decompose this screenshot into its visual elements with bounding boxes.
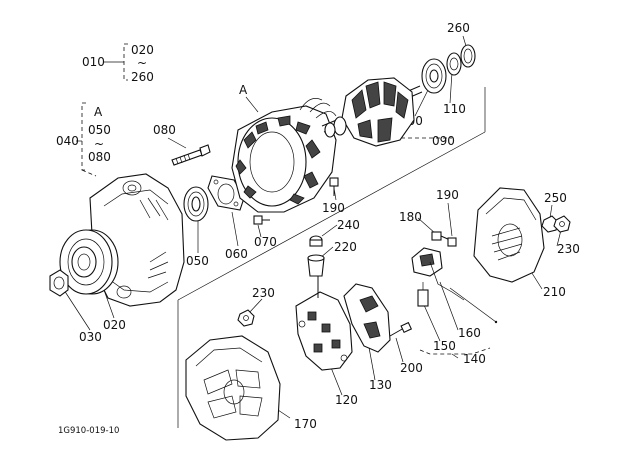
callout-090[interactable]: 090 xyxy=(432,134,455,148)
callout-020[interactable]: 020 xyxy=(103,318,126,332)
retainer-screw[interactable] xyxy=(253,215,270,225)
callout-180[interactable]: 180 xyxy=(399,210,422,224)
callout-220[interactable]: 220 xyxy=(334,240,357,254)
group-brackets xyxy=(76,43,491,359)
callout-030[interactable]: 030 xyxy=(79,330,102,344)
callout-260[interactable]: 260 xyxy=(447,21,470,35)
rear-housing[interactable] xyxy=(185,335,281,441)
callout-140[interactable]: 140 xyxy=(463,352,486,366)
spacer-ring[interactable] xyxy=(460,44,476,68)
nut-left[interactable] xyxy=(237,309,255,327)
callout-160[interactable]: 160 xyxy=(458,326,481,340)
pulley[interactable] xyxy=(59,229,119,295)
callout-260-range-end[interactable]: 260 xyxy=(131,70,154,84)
callout-120[interactable]: 120 xyxy=(335,393,358,407)
assembly-frame-lines xyxy=(177,87,486,428)
callout-150[interactable]: 150 xyxy=(433,339,456,353)
through-bolt[interactable] xyxy=(171,144,211,166)
rear-cover[interactable] xyxy=(473,187,545,283)
callout-230-right[interactable]: 230 xyxy=(557,242,580,256)
callout-labels: 010 020 ~ 260 A 040 050 ~ 080 080 A 260 … xyxy=(56,21,580,436)
callout-190-right[interactable]: 190 xyxy=(436,188,459,202)
range-tilde: ~ xyxy=(94,137,104,151)
callout-080[interactable]: 080 xyxy=(153,123,176,137)
rectifier[interactable] xyxy=(295,276,353,371)
brush-holder-screw[interactable] xyxy=(389,321,413,337)
callout-A-stator[interactable]: A xyxy=(239,83,248,97)
callout-190-top[interactable]: 190 xyxy=(322,201,345,215)
brush-holder[interactable] xyxy=(343,283,391,353)
bearing-retainer-plate[interactable] xyxy=(207,175,245,211)
stator-windings xyxy=(235,115,321,205)
terminal-bolt[interactable] xyxy=(447,237,457,247)
pulley-nut[interactable] xyxy=(49,269,69,297)
callout-230-left[interactable]: 230 xyxy=(252,286,275,300)
brush[interactable] xyxy=(417,282,429,307)
bolt-thread xyxy=(175,153,191,165)
rotor[interactable] xyxy=(321,77,423,147)
callout-060[interactable]: 060 xyxy=(225,247,248,261)
callout-050-range-start[interactable]: 050 xyxy=(88,123,111,137)
terminal-cap[interactable] xyxy=(309,235,323,247)
stator-bolt[interactable] xyxy=(329,177,339,196)
callout-050[interactable]: 050 xyxy=(186,254,209,268)
callout-250[interactable]: 250 xyxy=(544,191,567,205)
callout-020-range-start[interactable]: 020 xyxy=(131,43,154,57)
housing-cooling-fins xyxy=(139,197,169,279)
callout-080-range-end[interactable]: 080 xyxy=(88,150,111,164)
cover-nut[interactable] xyxy=(541,215,559,233)
callout-070[interactable]: 070 xyxy=(254,235,277,249)
callout-170[interactable]: 170 xyxy=(294,417,317,431)
brush-terminal[interactable] xyxy=(429,261,465,301)
rotor-claw-poles xyxy=(351,81,409,143)
rectifier-diodes xyxy=(307,311,341,353)
insulator-bushing[interactable] xyxy=(307,254,325,277)
regulator-screw[interactable] xyxy=(431,231,451,241)
callout-200[interactable]: 200 xyxy=(400,361,423,375)
callout-240[interactable]: 240 xyxy=(337,218,360,232)
range-tilde: ~ xyxy=(137,56,147,70)
callout-010[interactable]: 010 xyxy=(82,55,105,69)
stator[interactable] xyxy=(231,98,337,213)
callout-A-group[interactable]: A xyxy=(94,105,103,119)
drawing-code: 1G910-019-10 xyxy=(58,426,119,436)
callout-040[interactable]: 040 xyxy=(56,134,79,148)
regulator-assembly[interactable] xyxy=(411,247,443,277)
callout-130[interactable]: 130 xyxy=(369,378,392,392)
rear-bearing[interactable] xyxy=(421,58,447,94)
callout-110[interactable]: 110 xyxy=(443,102,466,116)
callout-210[interactable]: 210 xyxy=(543,285,566,299)
front-bearing[interactable] xyxy=(183,186,209,222)
nut-right[interactable] xyxy=(553,215,571,233)
bearing-cover[interactable] xyxy=(446,52,462,76)
